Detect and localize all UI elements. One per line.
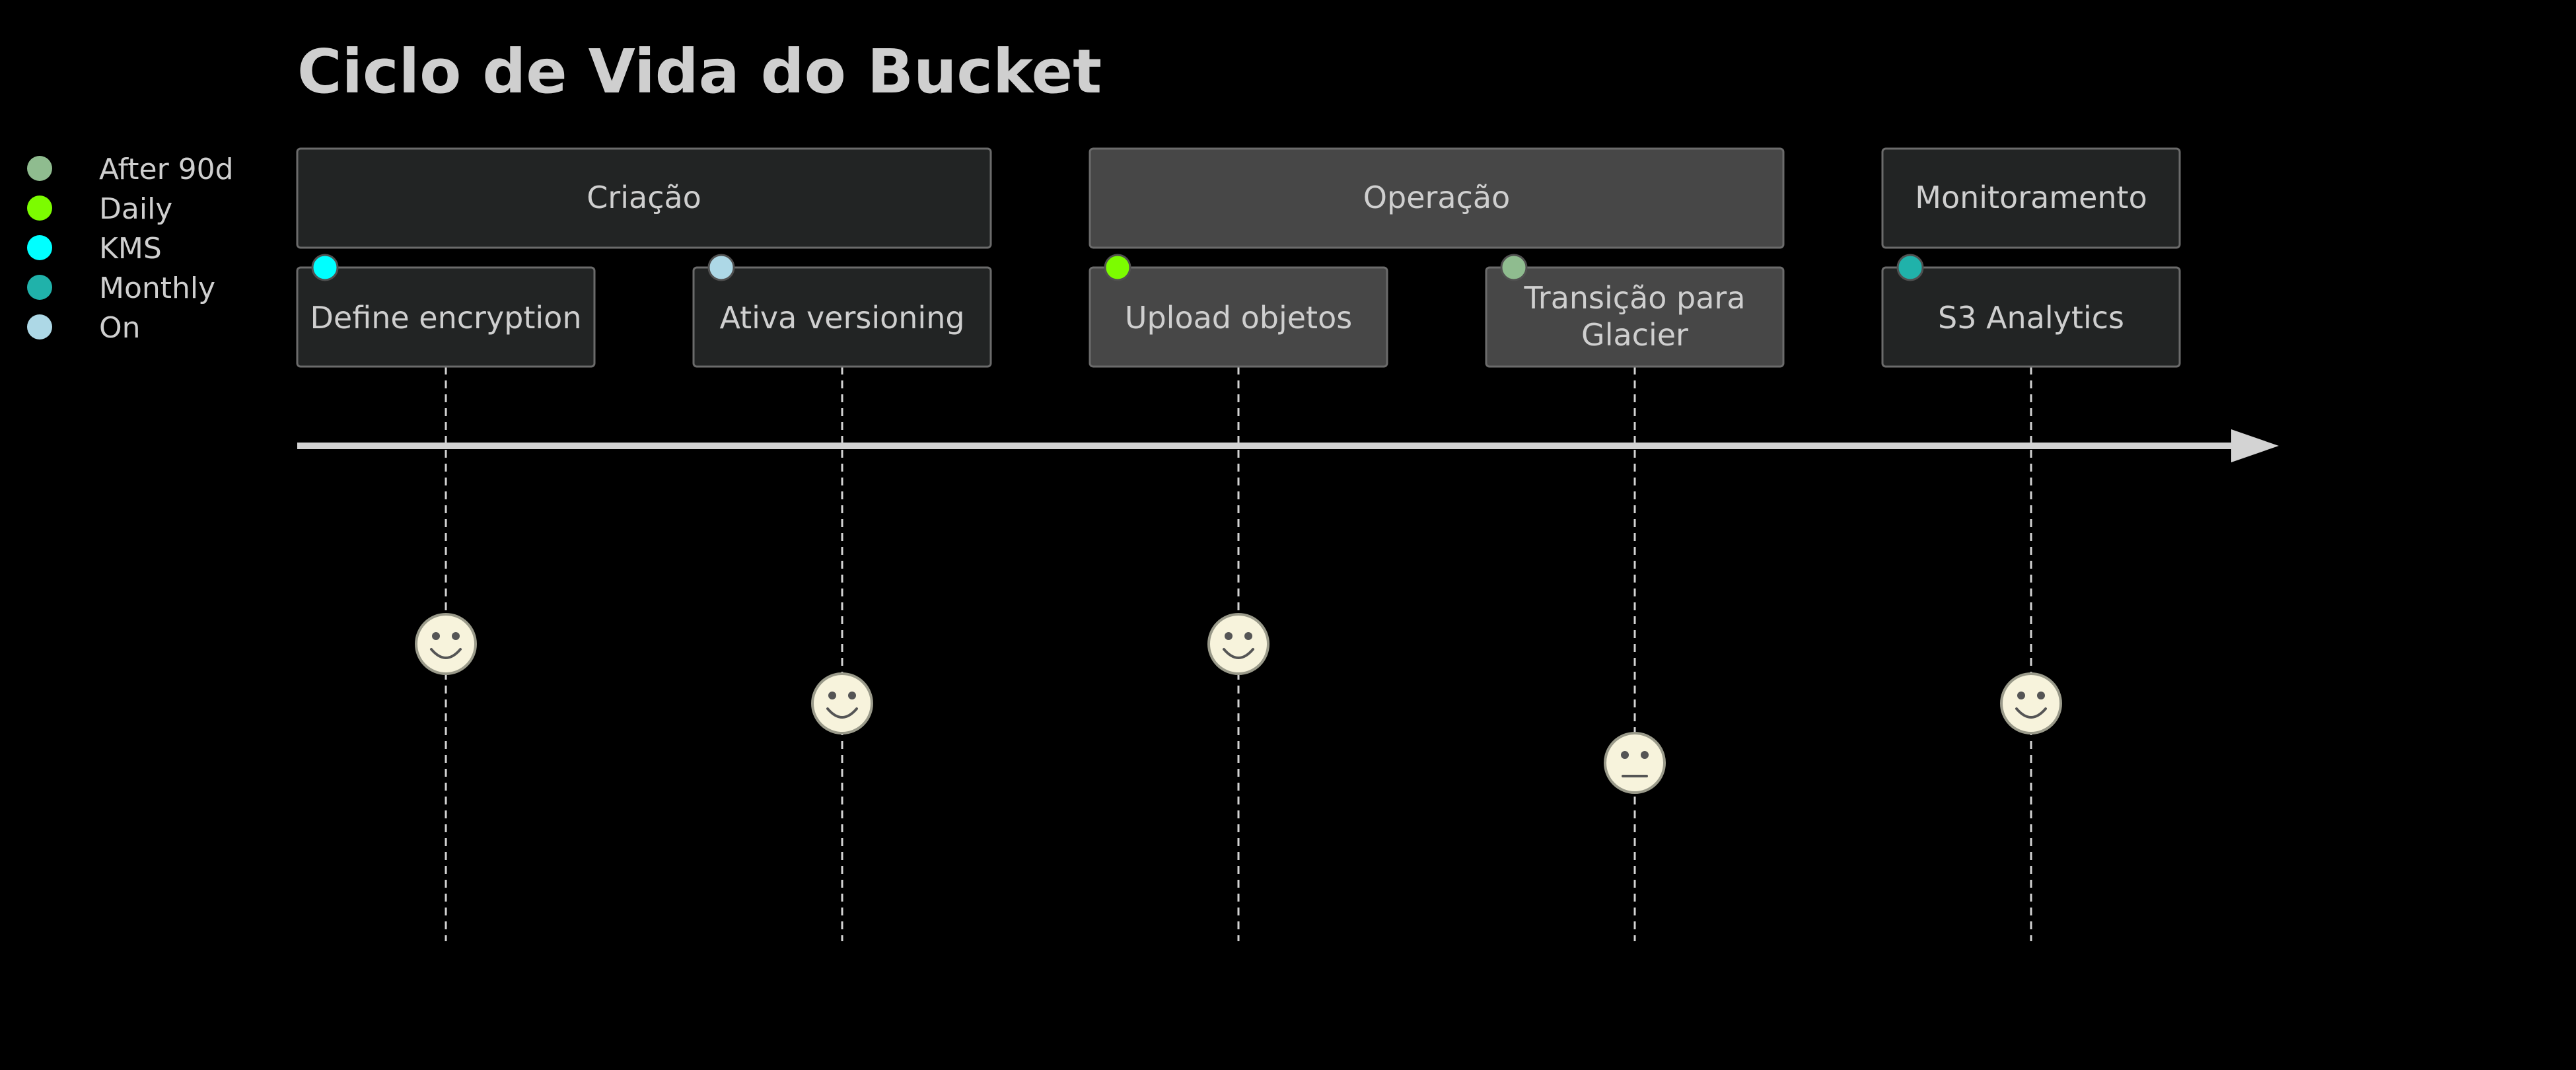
section-box <box>1881 147 2181 249</box>
happy-face-icon <box>415 613 477 675</box>
neutral-face-icon <box>1604 732 1666 794</box>
section-label: Criação <box>587 180 701 215</box>
section-box <box>1089 147 1785 249</box>
mood-faces <box>415 613 2062 794</box>
section-label: Monitoramento <box>1915 180 2147 215</box>
task-tag-dot <box>1896 254 1924 281</box>
legend-label: KMS <box>99 232 162 266</box>
legend-swatch <box>27 275 52 300</box>
task-label: S3 Analytics <box>1938 300 2124 336</box>
task-label: Define encryption <box>310 300 582 336</box>
task-label: Upload objetos <box>1125 300 1352 336</box>
legend-swatch <box>27 156 52 181</box>
tasks: Define encryption Ativa versioning Upload … <box>296 254 2181 368</box>
task-label: Transição para <box>1523 280 1745 316</box>
task-tag-dot <box>311 254 339 281</box>
legend-label: On <box>99 311 141 345</box>
timeline-axis-arrowhead <box>2231 429 2279 462</box>
task-box <box>1089 266 1388 368</box>
task-box <box>1485 266 1785 368</box>
task-tag-dot <box>1104 254 1131 281</box>
task-tag-dot <box>707 254 735 281</box>
happy-face-icon <box>2000 672 2062 734</box>
legend-label: After 90d <box>99 153 234 186</box>
task-label: Ativa versioning <box>719 300 964 336</box>
task-box <box>296 266 596 368</box>
legend-label: Monthly <box>99 271 215 305</box>
legend-swatch <box>27 196 52 221</box>
happy-face-icon <box>1207 613 1270 675</box>
timeline-axis <box>297 429 2279 462</box>
task-guide-lines <box>445 367 2032 941</box>
legend-swatch <box>27 314 52 339</box>
task-label: Glacier <box>1581 317 1688 353</box>
section-box <box>296 147 992 249</box>
task-box <box>1881 266 2181 368</box>
task-box <box>692 266 992 368</box>
legend-swatch <box>27 235 52 260</box>
task-tag-dot <box>1500 254 1528 281</box>
legend-label: Daily <box>99 192 172 226</box>
diagram-title: Ciclo de Vida do Bucket <box>297 36 1102 107</box>
happy-face-icon <box>811 672 873 734</box>
sections: Criação Operação Monitoramento <box>296 147 2181 249</box>
section-label: Operação <box>1363 180 1510 215</box>
